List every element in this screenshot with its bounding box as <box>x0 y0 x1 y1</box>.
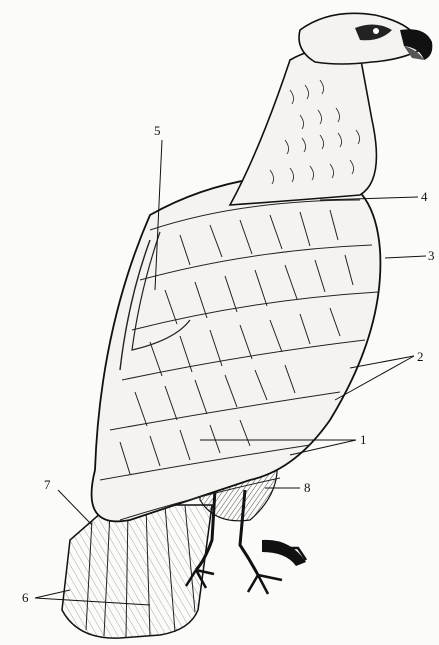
tail <box>62 505 212 638</box>
label-7: 7 <box>44 478 51 491</box>
label-6: 6 <box>22 591 29 604</box>
label-3: 3 <box>428 249 435 262</box>
body <box>92 175 381 522</box>
label-2: 2 <box>417 350 424 363</box>
label-8: 8 <box>304 481 311 494</box>
label-4: 4 <box>421 190 428 203</box>
head <box>299 13 432 64</box>
label-1: 1 <box>360 433 367 446</box>
label-5: 5 <box>154 124 161 137</box>
